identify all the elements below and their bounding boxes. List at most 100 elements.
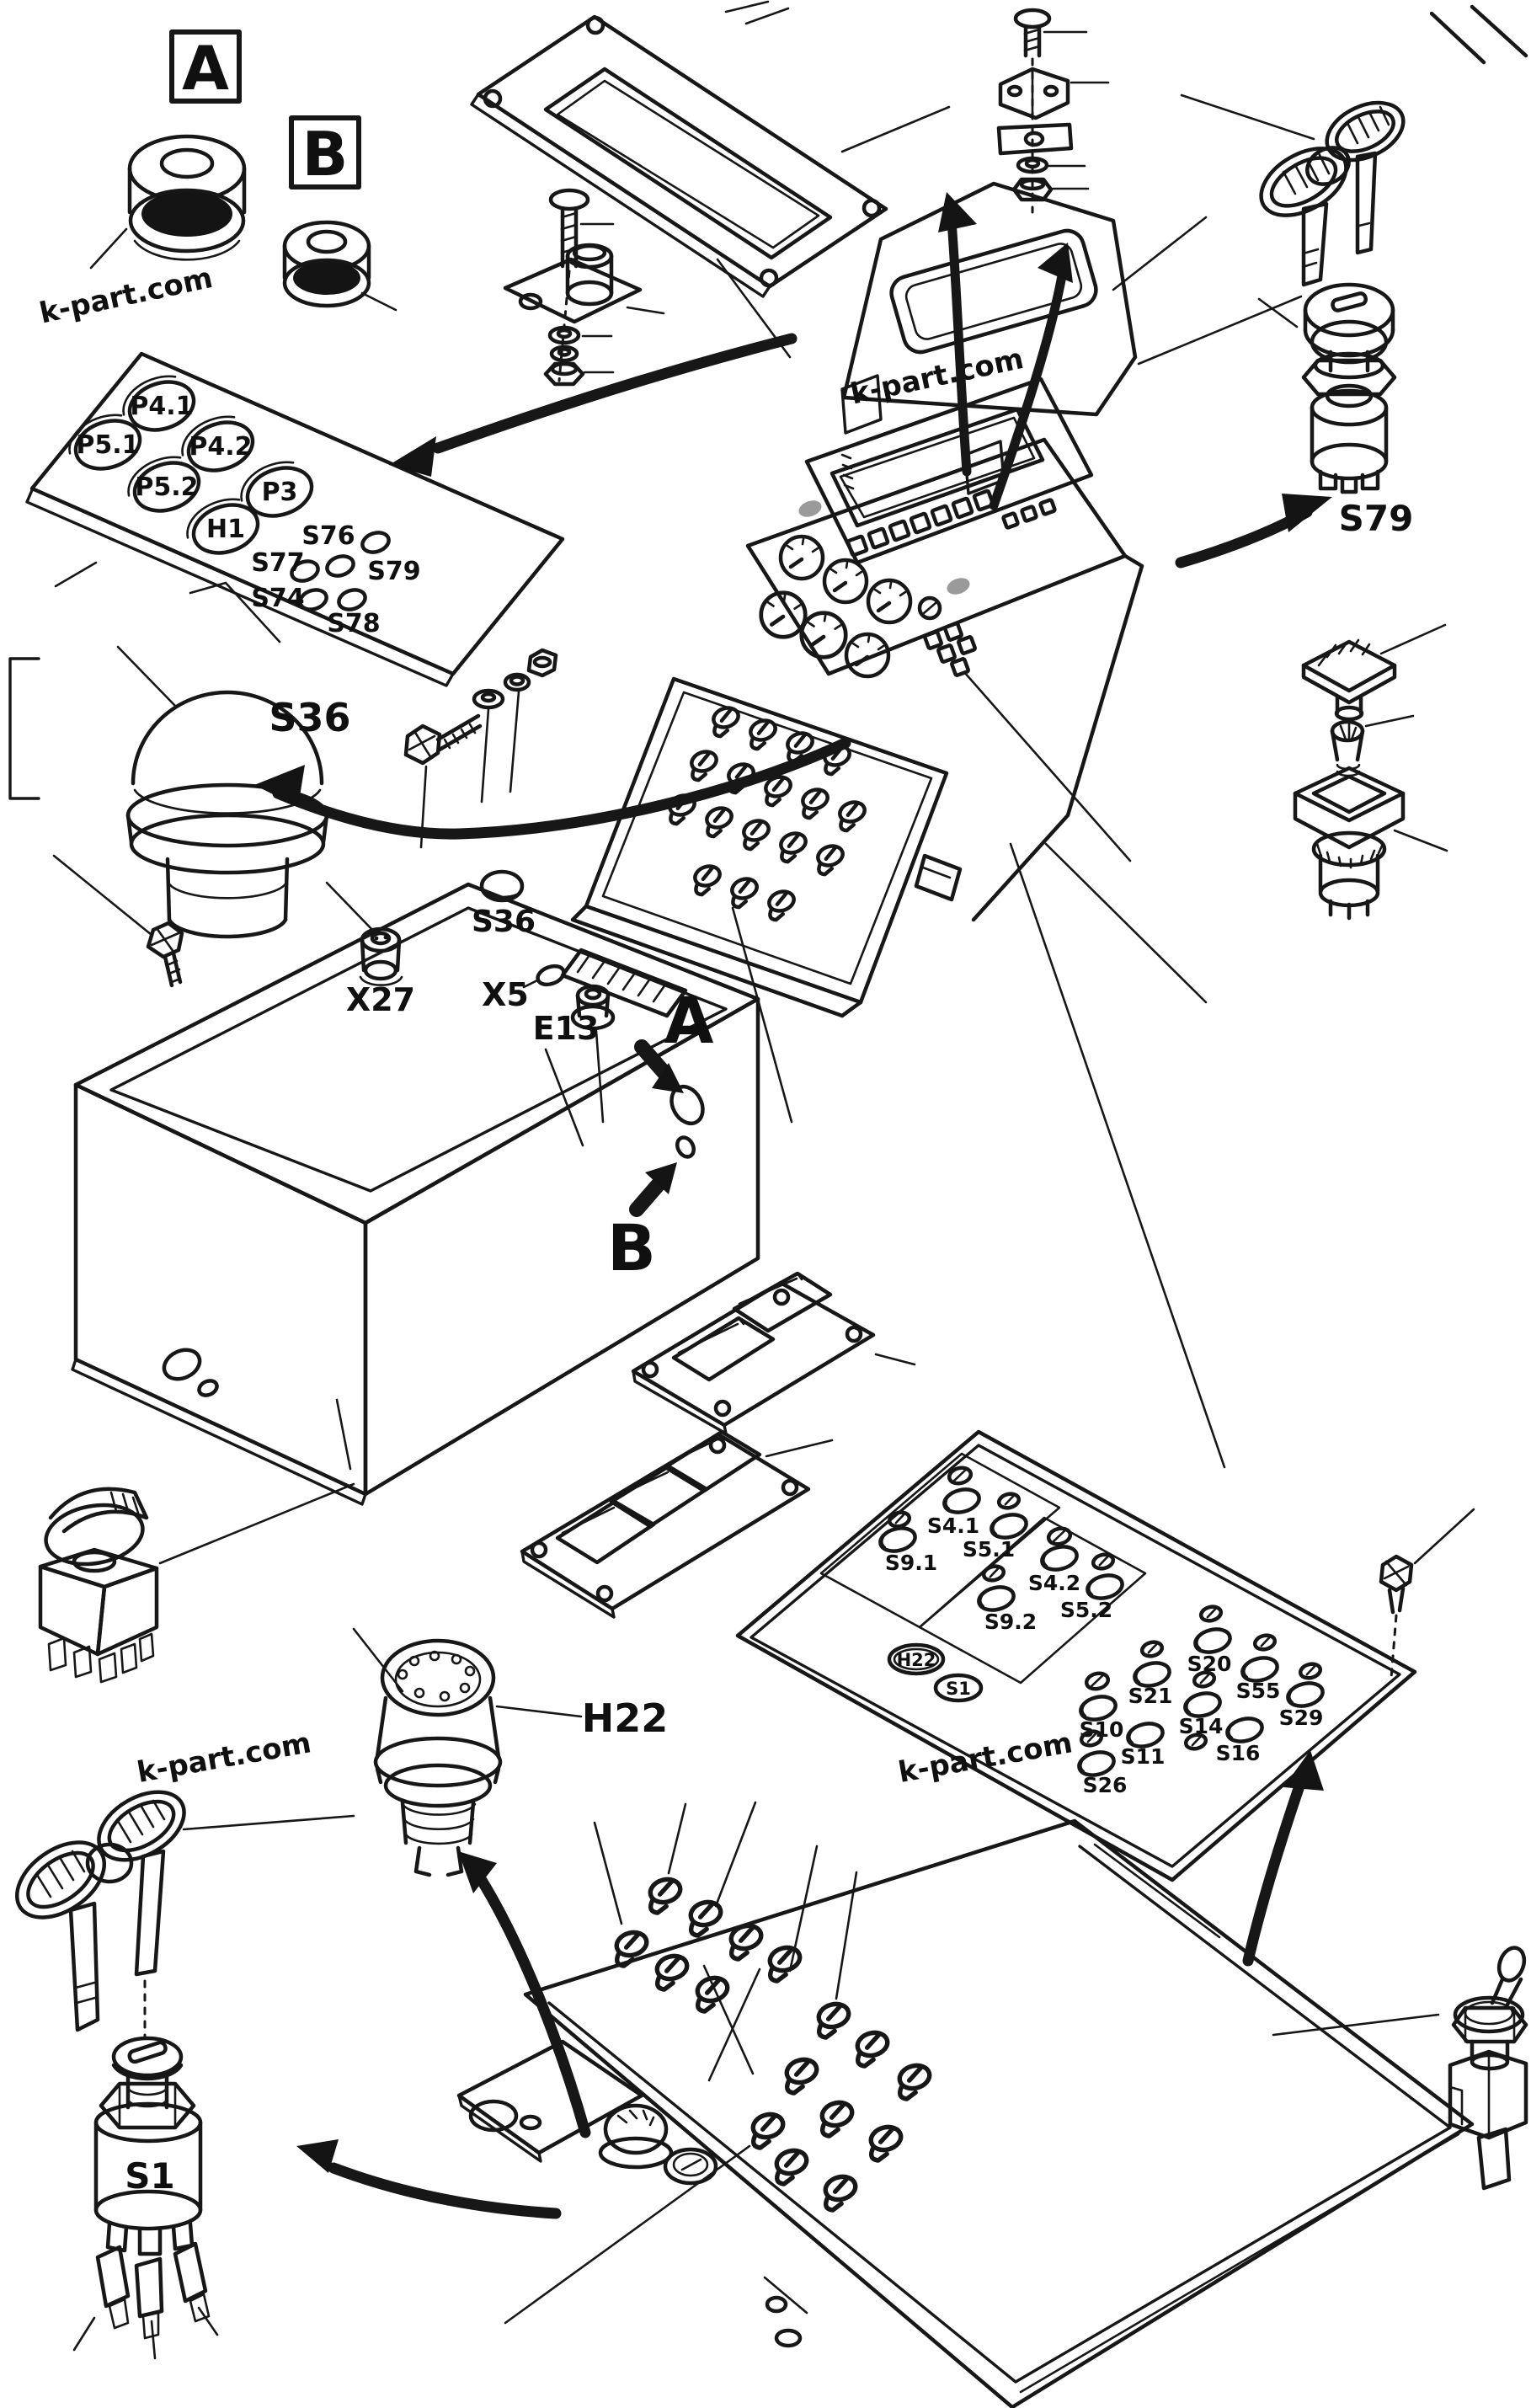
- hinge-bracket: [998, 67, 1070, 120]
- lower-switch-panel: S4.1 S5.1 S9.1 S4.2 S5.2 S9.2 H22 S1 S20…: [735, 1429, 1417, 1882]
- label-s91: S9.1: [885, 1551, 937, 1575]
- x27-connector: X27: [325, 881, 415, 1018]
- legend-a-label: A: [182, 33, 229, 104]
- e13-grommet: E13: [533, 984, 616, 1047]
- bolt-far-left: [52, 854, 184, 988]
- legend-b-label: B: [302, 119, 349, 190]
- instrument-bezel-panel: P4.1 P5.1 P4.2 P5.2 P3 H1 S76 S77 S79 S7…: [25, 351, 565, 687]
- bottom-console: [456, 1801, 1475, 2408]
- indicator-light-exploded: [1293, 623, 1448, 921]
- s79-key-switch: S79: [1301, 282, 1414, 539]
- svg-text:P3: P3: [262, 478, 298, 507]
- keypad-cluster: [923, 622, 977, 677]
- arrow-b: [629, 1162, 677, 1217]
- svg-text:S1: S1: [946, 1679, 971, 1699]
- grommet-a: [89, 134, 247, 270]
- gauge-hole-p51: P5.1: [62, 408, 147, 478]
- gauge-hole-p42: P4.2: [175, 409, 259, 480]
- watermark-lower-panel: k-part.com: [896, 1726, 1075, 1790]
- label-s42: S4.2: [1028, 1571, 1080, 1595]
- gauge-hole-p3: P3: [234, 455, 318, 526]
- watermark-top-left: k-part.com: [36, 261, 216, 331]
- key-pair-top: [1180, 93, 1406, 328]
- label-s21: S21: [1128, 1684, 1173, 1708]
- bezel-plate-3gang: [520, 1429, 834, 1619]
- label-h22: H22: [582, 1695, 669, 1741]
- left-bracket: [8, 657, 40, 800]
- console-gauges: [761, 537, 942, 676]
- arrow-to-h22: [458, 1851, 591, 2138]
- label-s16: S16: [1216, 1741, 1261, 1765]
- label-s36-top: S36: [472, 905, 536, 939]
- grommet-b: [282, 220, 397, 312]
- bezel-plate-2gang: [631, 1271, 916, 1435]
- arrow-to-s1: [296, 2139, 562, 2219]
- legend-a: A: [89, 29, 247, 270]
- s1-terminals: [72, 2241, 219, 2360]
- x5-part: X5: [482, 964, 566, 1013]
- label-e13: E13: [533, 1010, 600, 1047]
- arrow-up-to-panel: [1242, 1750, 1324, 1967]
- svg-text:P5.2: P5.2: [135, 473, 198, 502]
- s1-hole: S1: [933, 1673, 984, 1703]
- watermark-bottom-left: k-part.com: [135, 1726, 314, 1790]
- arrow-up-right: [989, 243, 1073, 510]
- label-x27: X27: [346, 981, 415, 1018]
- light-bezel: [1293, 766, 1448, 921]
- h22-lamp: H22: [352, 1627, 669, 1877]
- bottom-console-lamp: [598, 2103, 674, 2170]
- switch-holes: [290, 531, 391, 611]
- center-console: [570, 181, 1303, 1469]
- marker-a: A: [664, 983, 714, 1058]
- top-cover-plate: [470, 14, 951, 298]
- svg-text:H22: H22: [897, 1650, 936, 1670]
- toggle-switch: [1272, 1946, 1528, 2191]
- label-s36: S36: [269, 695, 350, 740]
- vent-slots: [560, 948, 688, 1018]
- label-s41: S4.1: [927, 1514, 979, 1538]
- label-s76: S76: [301, 521, 355, 551]
- label-s26: S26: [1083, 1773, 1128, 1797]
- s1-ignition-switch: S1: [72, 2036, 219, 2360]
- bolt-washer-nut-group: [403, 648, 558, 849]
- label-s79-panel: S79: [367, 557, 420, 586]
- marker-b: B: [607, 1210, 656, 1285]
- key-pair-bottom: [14, 1790, 355, 2040]
- gauge-hole-h1: H1: [180, 492, 264, 563]
- watermark-console: k-part.com: [847, 342, 1027, 412]
- screw-assembly-center: [503, 188, 665, 387]
- bottom-console-rockers: [611, 1877, 934, 2212]
- display-buttons: [846, 489, 1057, 558]
- svg-text:H1: H1: [206, 515, 245, 544]
- label-s55: S55: [1236, 1679, 1281, 1703]
- bottom-console-corner-piece: [456, 2039, 644, 2163]
- sensor-bracket: [503, 243, 665, 324]
- bolt-lower-right: [1379, 1508, 1475, 1679]
- arrow-to-bezel-panel: [389, 333, 798, 477]
- label-x5: X5: [482, 976, 529, 1013]
- svg-text:P5.1: P5.1: [76, 430, 139, 460]
- gauge-hole-p52: P5.2: [121, 450, 205, 521]
- label-s11: S11: [1121, 1744, 1166, 1769]
- svg-text:P4.2: P4.2: [189, 432, 252, 462]
- h22-hole: H22: [887, 1642, 946, 1676]
- mount-plate: [996, 122, 1074, 156]
- arrow-a: [634, 1039, 684, 1093]
- label-s74: S74: [251, 584, 304, 613]
- svg-text:P4.1: P4.1: [130, 392, 193, 421]
- corner-marks: [724, 0, 1528, 65]
- label-s51: S5.1: [963, 1537, 1015, 1562]
- label-s79: S79: [1339, 498, 1414, 539]
- label-s92: S9.2: [984, 1610, 1037, 1634]
- side-rail: [914, 853, 963, 902]
- arrow-up-left: [938, 192, 977, 477]
- label-s77: S77: [251, 548, 304, 578]
- bulb: [1330, 714, 1415, 777]
- arrow-to-s36: [254, 737, 851, 840]
- bottom-console-ring: [663, 2147, 718, 2186]
- console-housing-box: X27 S36 X5 E13 A B: [71, 869, 760, 1506]
- rotary-switch: [38, 1482, 355, 1684]
- label-s1-body: S1: [125, 2155, 174, 2197]
- label-s29: S29: [1279, 1706, 1324, 1730]
